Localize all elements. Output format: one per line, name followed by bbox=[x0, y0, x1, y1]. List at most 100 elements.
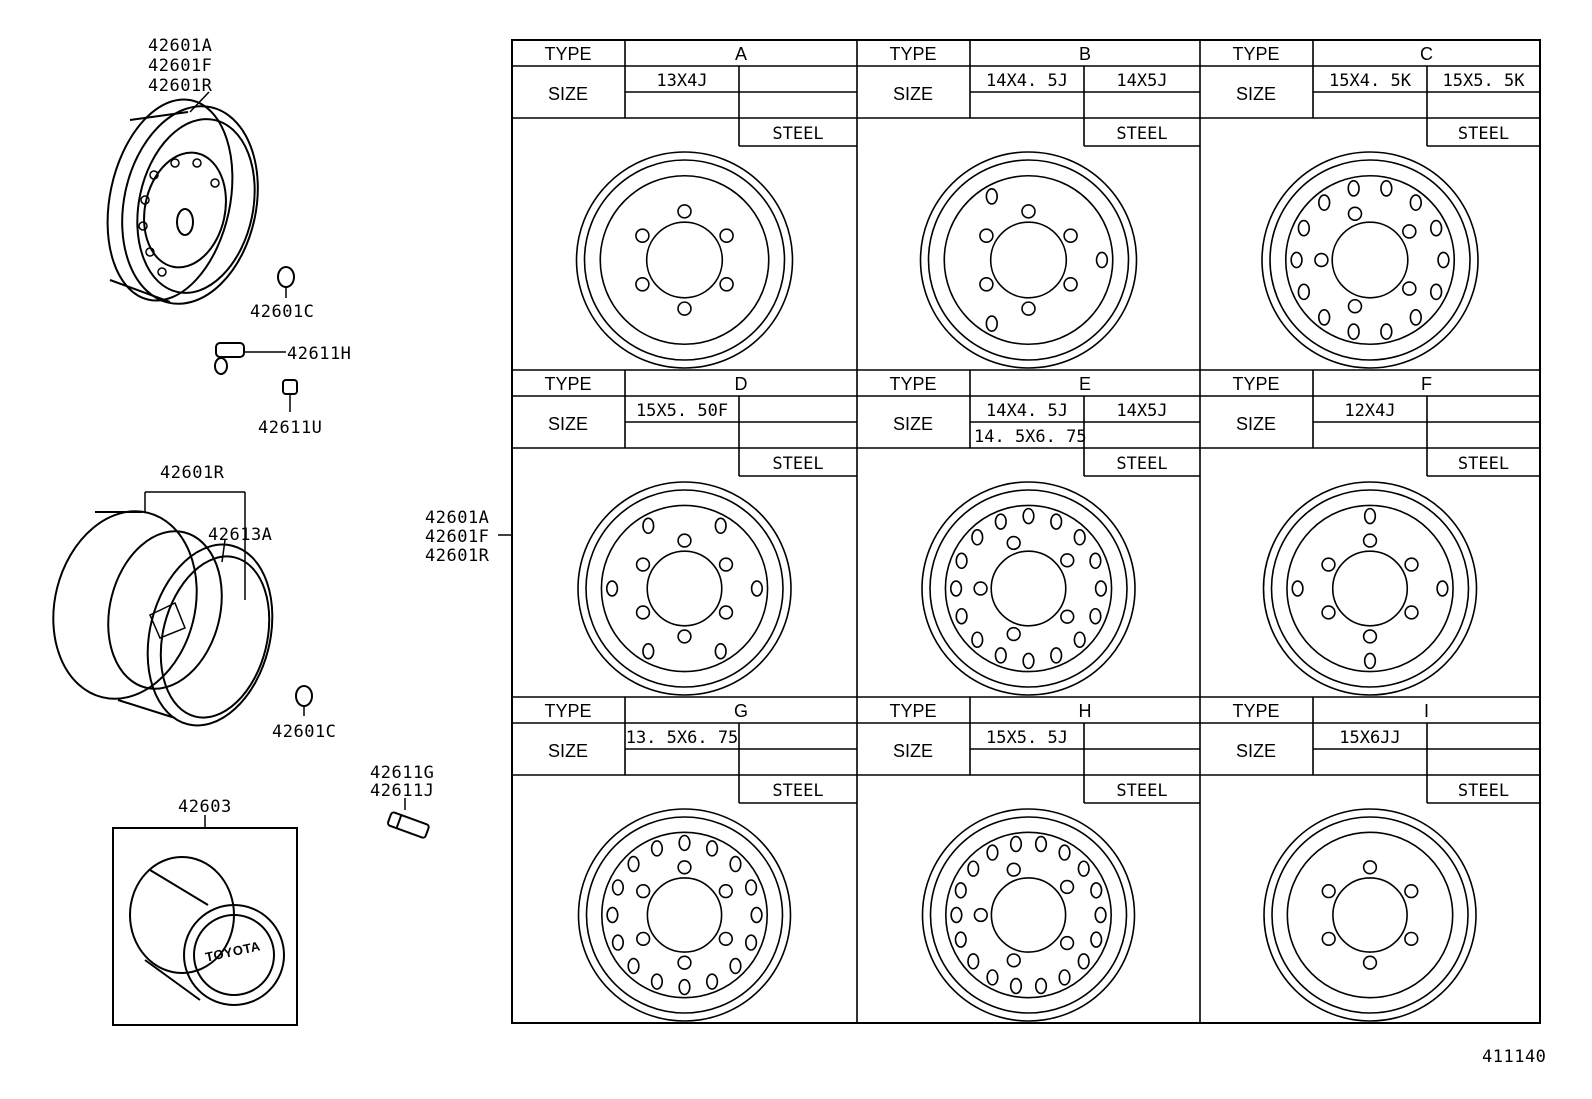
size-header-label: SIZE bbox=[893, 84, 933, 104]
cell-text: TYPE SIZE C 15X4. 5K 15X5. 5K STEEL bbox=[1232, 44, 1525, 144]
wheel-face-icon bbox=[1263, 808, 1477, 1022]
cell-text: TYPE SIZE G 13. 5X6. 75 STEEL bbox=[544, 701, 823, 801]
material-label: STEEL bbox=[1458, 124, 1509, 144]
hub-cap-icon bbox=[129, 856, 285, 1006]
wheel-type-cell bbox=[857, 697, 1201, 1024]
type-header-label: TYPE bbox=[544, 701, 591, 721]
size-header-label: SIZE bbox=[548, 84, 588, 104]
cell-text: TYPE SIZE B 14X4. 5J 14X5J STEEL bbox=[889, 44, 1167, 144]
wheel-nut-icon bbox=[277, 266, 295, 298]
size-value: 14X5J bbox=[1116, 71, 1167, 91]
size-value: 13X4J bbox=[656, 71, 707, 91]
split-rim-wheel-icon bbox=[52, 510, 274, 727]
cell-text: TYPE SIZE E 14X4. 5J 14X5J 14. 5X6. 75 STEEL bbox=[889, 374, 1167, 474]
size-value: 15X6JJ bbox=[1339, 728, 1400, 748]
wheel-face-icon bbox=[1262, 481, 1478, 696]
wheel-type-cell bbox=[1200, 697, 1541, 1024]
part-number-label: 42613A bbox=[208, 525, 273, 545]
type-letter: B bbox=[1079, 44, 1091, 64]
tire-valve-icon bbox=[214, 342, 286, 375]
size-header-label: SIZE bbox=[548, 414, 588, 434]
wheel-type-cell bbox=[857, 40, 1201, 371]
part-number-label: 42611J bbox=[370, 781, 435, 801]
type-header-label: TYPE bbox=[1232, 374, 1279, 394]
valve-cap-icon bbox=[282, 379, 298, 412]
part-number-label: 42601F bbox=[148, 56, 213, 76]
part-number-label: 42601F bbox=[425, 527, 490, 547]
part-number-label: 42601R bbox=[160, 463, 225, 483]
part-number-label: 42601A bbox=[148, 36, 213, 56]
size-value: 14. 5X6. 75 bbox=[974, 427, 1087, 447]
type-letter: D bbox=[735, 374, 748, 394]
material-label: STEEL bbox=[1116, 454, 1167, 474]
type-header-label: TYPE bbox=[1232, 701, 1279, 721]
part-number-label: 42601A bbox=[425, 508, 490, 528]
type-header-label: TYPE bbox=[544, 374, 591, 394]
part-number-label: 42603 bbox=[178, 797, 232, 817]
type-letter: G bbox=[734, 701, 748, 721]
diagram-id: 411140 bbox=[1482, 1047, 1547, 1067]
part-number-label: 42601R bbox=[425, 546, 490, 566]
material-label: STEEL bbox=[772, 781, 823, 801]
part-number-label: 42601C bbox=[272, 722, 337, 742]
wheel-nut-icon bbox=[295, 685, 313, 716]
type-letter: I bbox=[1424, 701, 1429, 721]
type-header-label: TYPE bbox=[544, 44, 591, 64]
cell-text: TYPE SIZE A 13X4J STEEL bbox=[544, 44, 823, 144]
size-value: 15X4. 5K bbox=[1329, 71, 1412, 91]
cell-text: TYPE SIZE F 12X4J STEEL bbox=[1232, 374, 1509, 474]
wheel-type-cell bbox=[1200, 370, 1541, 698]
wheel-face-icon bbox=[921, 481, 1136, 696]
material-label: STEEL bbox=[1116, 781, 1167, 801]
size-value: 12X4J bbox=[1344, 401, 1395, 421]
wheel-type-cell bbox=[857, 370, 1201, 698]
wheel-type-cell bbox=[512, 697, 858, 1024]
size-header-label: SIZE bbox=[893, 414, 933, 434]
type-header-label: TYPE bbox=[889, 44, 936, 64]
size-header-label: SIZE bbox=[1236, 414, 1276, 434]
cell-text: TYPE SIZE I 15X6JJ STEEL bbox=[1232, 701, 1509, 801]
part-number-label: 42601C bbox=[250, 302, 315, 322]
part-number-label: 42611H bbox=[287, 344, 352, 364]
material-label: STEEL bbox=[1458, 781, 1509, 801]
type-letter: C bbox=[1420, 44, 1433, 64]
type-header-label: TYPE bbox=[1232, 44, 1279, 64]
size-header-label: SIZE bbox=[1236, 84, 1276, 104]
wheel-face-icon bbox=[577, 481, 792, 696]
size-header-label: SIZE bbox=[1236, 741, 1276, 761]
wheel-face-icon bbox=[919, 151, 1138, 369]
size-value: 14X4. 5J bbox=[986, 401, 1068, 421]
type-header-label: TYPE bbox=[889, 701, 936, 721]
size-value: 15X5. 50F bbox=[636, 401, 728, 421]
size-value: 15X5. 5J bbox=[986, 728, 1068, 748]
wheel-face-icon bbox=[577, 808, 792, 1022]
material-label: STEEL bbox=[772, 124, 823, 144]
type-letter: A bbox=[735, 44, 747, 64]
material-label: STEEL bbox=[1116, 124, 1167, 144]
part-number-label: 42611U bbox=[258, 418, 323, 438]
type-letter: H bbox=[1079, 701, 1092, 721]
material-label: STEEL bbox=[1458, 454, 1509, 474]
part-number-label: 42601R bbox=[148, 76, 213, 96]
wheel-type-cell bbox=[512, 370, 858, 698]
material-label: STEEL bbox=[772, 454, 823, 474]
size-value: 14X5J bbox=[1116, 401, 1167, 421]
wheel-type-cell bbox=[512, 40, 858, 371]
wheel-face-icon bbox=[575, 151, 794, 369]
wheel-face-icon bbox=[921, 808, 1136, 1022]
type-letter: E bbox=[1079, 374, 1091, 394]
size-header-label: SIZE bbox=[893, 741, 933, 761]
type-letter: F bbox=[1421, 374, 1432, 394]
size-value: 15X5. 5K bbox=[1443, 71, 1526, 91]
size-value: 13. 5X6. 75 bbox=[626, 728, 739, 748]
type-header-label: TYPE bbox=[889, 374, 936, 394]
part-number-label: 42611G bbox=[370, 763, 435, 783]
size-header-label: SIZE bbox=[548, 741, 588, 761]
wheel-type-cell bbox=[1200, 40, 1541, 371]
steel-wheel-icon bbox=[106, 98, 259, 305]
cell-text: TYPE SIZE H 15X5. 5J STEEL bbox=[889, 701, 1167, 801]
hub-bolt-icon bbox=[386, 811, 430, 839]
wheel-face-icon bbox=[1261, 151, 1479, 369]
size-value: 14X4. 5J bbox=[986, 71, 1068, 91]
